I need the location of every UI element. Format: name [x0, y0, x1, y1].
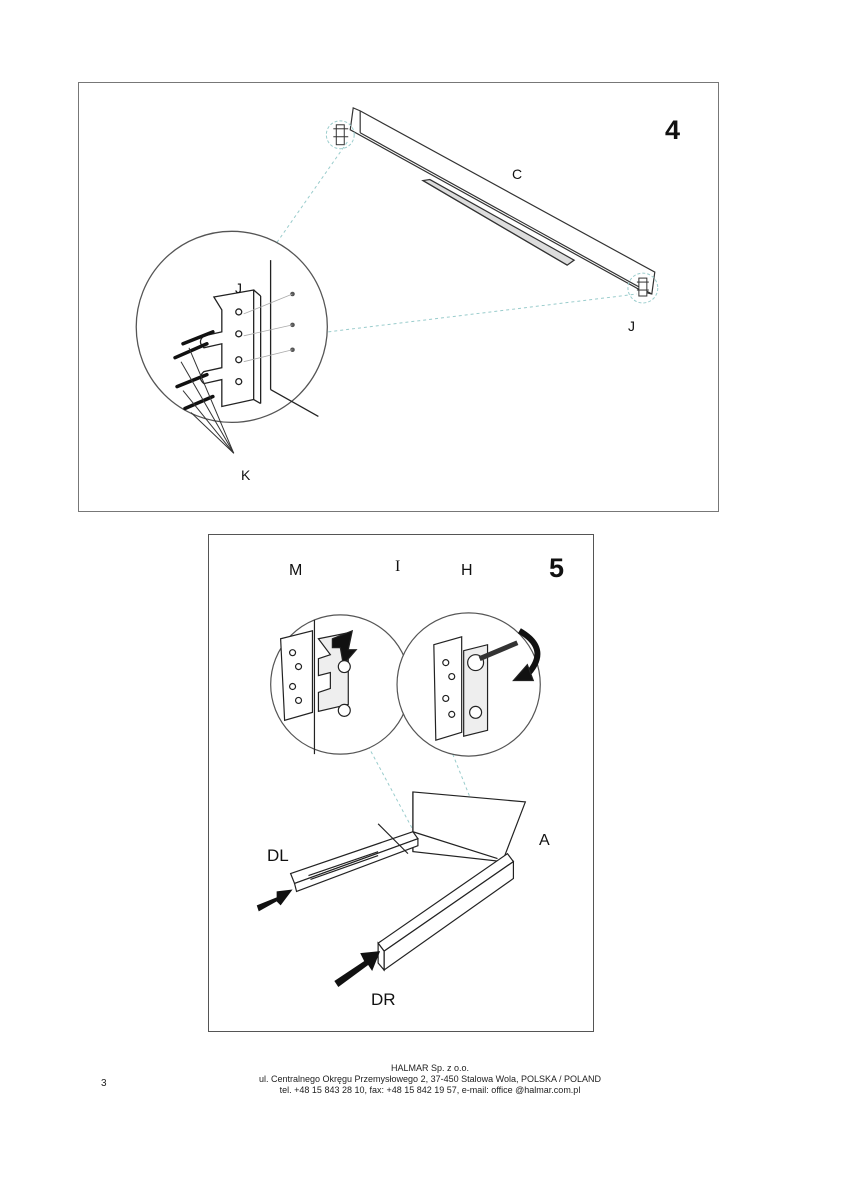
push-arrow-dl	[256, 889, 293, 912]
label-m: M	[289, 562, 303, 579]
bracket-h-detail	[433, 628, 541, 742]
step-5-panel: 5 M I H A DL DR	[208, 534, 594, 1032]
footer: HALMAR Sp. z o.o. ul. Centralnego Okręgu…	[150, 1063, 710, 1096]
push-arrow-dr	[334, 951, 381, 987]
step-4-illustration	[135, 107, 659, 454]
footer-contact: tel. +48 15 843 28 10, fax: +48 15 842 1…	[279, 1085, 581, 1095]
footer-company: HALMAR Sp. z o.o.	[390, 1063, 470, 1073]
step-4-panel: 4 C J J K	[78, 82, 719, 512]
side-rail-c	[349, 107, 656, 295]
label-k: K	[241, 467, 251, 483]
step-number: 4	[665, 115, 681, 145]
step-5-illustration	[256, 612, 541, 987]
label-c: C	[512, 166, 523, 182]
label-a: A	[539, 832, 550, 849]
step-number: 5	[549, 553, 565, 583]
label-i: I	[395, 558, 401, 575]
bracket-m-detail	[280, 619, 358, 755]
label-h: H	[461, 562, 473, 579]
label-j-end: J	[628, 318, 635, 334]
label-dr: DR	[371, 990, 396, 1009]
label-dl: DL	[267, 846, 289, 865]
label-j-detail: J	[235, 280, 242, 296]
footer-address: ul. Centralnego Okręgu Przemysłowego 2, …	[258, 1074, 601, 1084]
page-number: 3	[101, 1078, 107, 1089]
bed-frame	[289, 791, 527, 972]
